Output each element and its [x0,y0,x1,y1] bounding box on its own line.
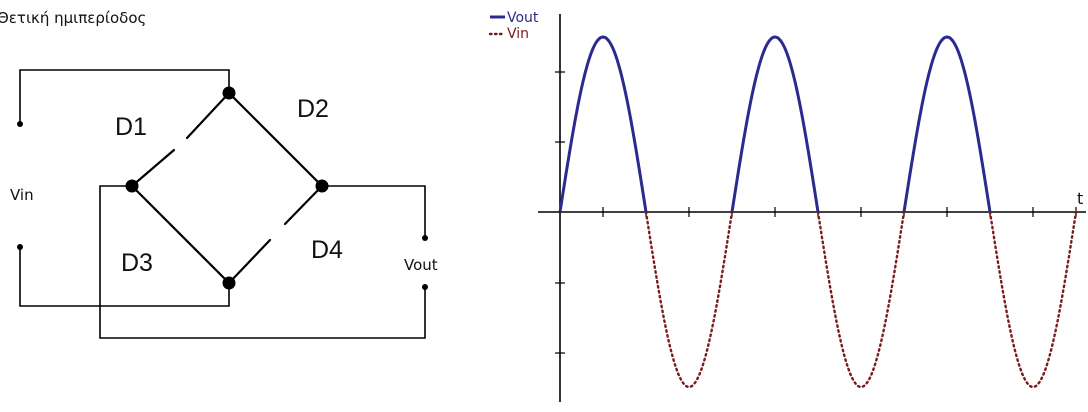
terminal-vout-top [422,235,428,241]
waveform-chart: t Vout Vin [488,10,1086,402]
diode-d2-arm [227,91,324,188]
label-d2: D2 [297,95,329,123]
label-d4: D4 [311,236,343,264]
label-d3: D3 [121,249,153,277]
terminal-vin-bottom [17,244,23,250]
diode-d1-arm-b [185,91,231,140]
node-bottom [222,276,236,290]
x-axis-label: t [1077,189,1083,208]
terminal-vin-top [17,121,23,127]
node-right [315,179,329,193]
diagram-title: Θετική ημιπερίοδος [0,9,146,27]
wire-top-left-to-top-node [19,69,230,125]
label-d1: D1 [115,113,147,141]
diode-d4-arm-a [227,238,272,285]
series-vout-line [558,35,992,213]
diode-d4-arm-b [283,184,324,226]
diode-d3-arm [130,184,231,285]
legend-vout-label: Vout [507,10,539,26]
wire-bottom-left-to-bottom-node [19,246,230,307]
legend: Vout Vin [488,10,539,42]
wire-right-node-to-vout [321,185,426,239]
node-top [222,86,236,100]
series-vin-line [644,210,1078,389]
diode-d1-arm-a [130,148,176,188]
label-vin: Vin [10,186,34,204]
bridge-rectifier-diagram: Θετική ημιπερίοδος D1 D2 D3 D4 Vin Vout [0,9,438,339]
node-left [125,179,139,193]
legend-vin-label: Vin [507,26,529,42]
label-vout: Vout [404,256,438,274]
wire-left-node-to-bottom-rail [99,185,426,339]
terminal-vout-bottom [422,284,428,290]
